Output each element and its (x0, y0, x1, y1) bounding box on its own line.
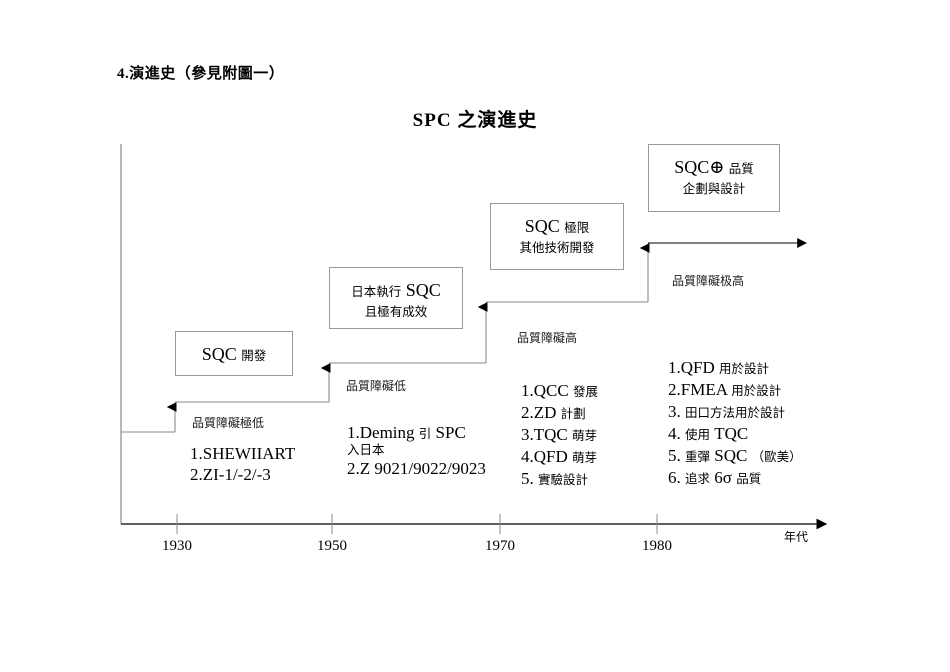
list-item: 2.ZI-1/-2/-3 (190, 465, 271, 485)
list-item: 3.TQC 萌芽 (521, 425, 598, 445)
barrier-label-1: 品質障礙極低 (192, 416, 265, 430)
stage-box-sqc-quality-planning: SQC⊕ 品質 企劃與設計 (648, 144, 780, 212)
list-item: 3. 田口方法用於設計 (668, 402, 786, 422)
list-item: 1.QCC 發展 (521, 381, 598, 400)
stage-items-3: 1.QCC 發展 2.ZD 計劃 3.TQC 萌芽 4.QFD 萌芽 5. 實驗… (521, 380, 598, 490)
barrier-label-4: 品質障礙极高 (672, 274, 745, 288)
stage-box-sqc-limit: SQC 極限 其他技術開發 (490, 203, 624, 270)
stage-box-4-line1: SQC⊕ 品質 (674, 157, 754, 177)
stage-box-2-line2: 且極有成效 (364, 305, 428, 320)
list-item: 1.QFD 用於設計 (668, 358, 770, 377)
list-item: 4. 使用 TQC (668, 424, 749, 444)
list-item: 1.Deming 引 SPC (347, 423, 466, 442)
barrier-label-3: 品質障礙高 (517, 331, 578, 345)
x-axis-label-1930: 1930 (162, 538, 192, 554)
list-item: 5. 重彈 SQC （歐美） (668, 446, 802, 466)
stage-box-3-line2: 其他技術開發 (519, 241, 595, 256)
barrier-label-2: 品質障礙低 (346, 379, 407, 393)
stage-box-1-line1: SQC 開發 (201, 344, 267, 364)
stage-box-3-line1: SQC 極限 (524, 216, 590, 236)
stage-items-4: 1.QFD 用於設計 2.FMEA 用於設計 3. 田口方法用於設計 4. 使用… (668, 357, 802, 490)
list-item: 4.QFD 萌芽 (521, 447, 598, 467)
x-axis-label-1970: 1970 (485, 538, 515, 554)
stage-box-2-line1: 日本執行 SQC (351, 280, 441, 300)
x-axis-label-1980: 1980 (642, 538, 672, 554)
list-item: 6. 追求 6σ 品質 (668, 468, 762, 488)
list-item: 2.Z 9021/9022/9023 (347, 458, 486, 478)
list-item: 5. 實驗設計 (521, 469, 589, 489)
list-item-continuation: 入日本 (347, 443, 385, 458)
list-item: 1.SHEWIIART (190, 444, 296, 463)
list-item: 2.ZD 計劃 (521, 403, 586, 423)
stage-box-sqc-development: SQC 開發 (175, 331, 293, 376)
stage-box-japan-sqc: 日本執行 SQC 且極有成效 (329, 267, 463, 329)
stage-box-4-line2: 企劃與設計 (682, 182, 746, 197)
x-axis-label-1950: 1950 (317, 538, 347, 554)
chart-title: SPC 之演進史 (412, 110, 538, 131)
section-heading: 4.演進史（參見附圖一） (117, 66, 285, 82)
x-axis-caption: 年代 (784, 530, 809, 544)
stage-items-1: 1.SHEWIIART 2.ZI-1/-2/-3 (190, 443, 310, 486)
stage-items-2: 1.Deming 引 SPC 入日本 2.Z 9021/9022/9023 (347, 422, 486, 480)
list-item: 2.FMEA 用於設計 (668, 380, 782, 400)
